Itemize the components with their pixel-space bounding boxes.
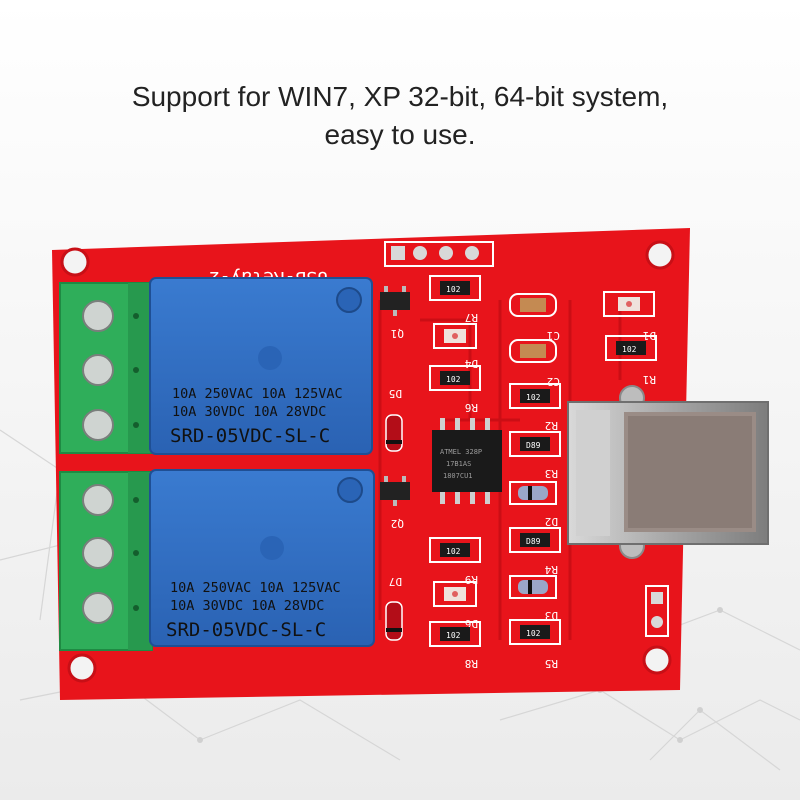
relay-1: 10A 250VAC 10A 125VAC 10A 30VDC 10A 28VD… (149, 277, 373, 455)
label-r4: R4 (544, 563, 558, 576)
relay-1-model: SRD-05VDC-SL-C (170, 425, 330, 447)
diode-d7 (385, 601, 403, 641)
terminal-block-2 (59, 471, 153, 651)
label-r6: R6 (465, 401, 478, 414)
relay-2-model: SRD-05VDC-SL-C (166, 619, 326, 641)
zener-r4-code: D89 (526, 537, 541, 546)
diode-d5 (385, 414, 403, 452)
chip-line-2: 17B1AS (446, 460, 471, 468)
led-d1 (603, 291, 655, 317)
resistor-r7-code: 102 (446, 285, 461, 294)
resistor-r2: 102 (509, 383, 561, 409)
resistor-r9-code: 102 (446, 547, 461, 556)
label-c2: C2 (547, 375, 560, 388)
relay-2-rating-2: 10A 30VDC 10A 28VDC (170, 598, 324, 614)
relay-1-rating-1: 10A 250VAC 10A 125VAC (172, 386, 343, 402)
chip-line-3: 1807CU1 (443, 472, 473, 480)
pin-header (384, 241, 494, 267)
relay-1-rating-2: 10A 30VDC 10A 28VDC (172, 404, 326, 420)
resistor-r8: 102 (429, 621, 481, 647)
capacitor-c2 (509, 339, 557, 363)
resistor-r8-code: 102 (446, 631, 461, 640)
headline: Support for WIN7, XP 32-bit, 64-bit syst… (0, 78, 800, 154)
label-r5: R5 (545, 657, 558, 670)
usb-b-connector (567, 385, 769, 559)
chip-line-1: ATMEL 328P (440, 448, 482, 456)
headline-line-1: Support for WIN7, XP 32-bit, 64-bit syst… (131, 81, 669, 112)
transistor-q1 (380, 286, 410, 316)
led-d6 (433, 581, 477, 607)
label-q1: Q1 (391, 327, 404, 340)
side-pads (645, 585, 669, 637)
resistor-r5: 102 (509, 619, 561, 645)
relay-2: 10A 250VAC 10A 125VAC 10A 30VDC 10A 28VD… (149, 469, 375, 647)
led-d4 (433, 323, 477, 349)
mounting-holes (60, 240, 675, 683)
resistor-r1-code: 102 (622, 345, 637, 354)
resistor-r6-code: 102 (446, 375, 461, 384)
capacitor-c1 (509, 293, 557, 317)
terminal-block-1 (59, 282, 153, 454)
zener-r4: D89 (509, 527, 561, 553)
label-d6: D6 (465, 617, 478, 630)
label-r8: R8 (465, 657, 478, 670)
zener-r3-code: D89 (526, 441, 541, 450)
resistor-r2-code: 102 (526, 393, 541, 402)
label-d4: D4 (464, 357, 478, 370)
relay-2-rating-1: 10A 250VAC 10A 125VAC (170, 580, 341, 596)
label-d2: D2 (545, 515, 558, 528)
resistor-r9: 102 (429, 537, 481, 563)
zener-r3: D89 (509, 431, 561, 457)
diode-d2 (509, 481, 557, 505)
headline-line-2: easy to use. (324, 119, 476, 150)
label-d5: D5 (389, 387, 402, 400)
label-r3: R3 (545, 467, 558, 480)
label-r2: R2 (545, 419, 558, 432)
transistor-q2 (380, 476, 410, 506)
resistor-r6: 102 (429, 365, 481, 391)
resistor-r5-code: 102 (526, 629, 541, 638)
diode-d3 (509, 575, 557, 599)
label-d7: D7 (389, 575, 402, 588)
label-r7: R7 (465, 311, 478, 324)
label-c1: C1 (547, 329, 560, 342)
resistor-r1: 102 (605, 335, 657, 361)
label-d3: D3 (545, 609, 558, 622)
resistor-r7: 102 (429, 275, 481, 301)
label-q2: Q2 (391, 517, 404, 530)
label-r1: R1 (643, 373, 656, 386)
microcontroller-chip: ATMEL 328P 17B1AS 1807CU1 (432, 418, 502, 504)
